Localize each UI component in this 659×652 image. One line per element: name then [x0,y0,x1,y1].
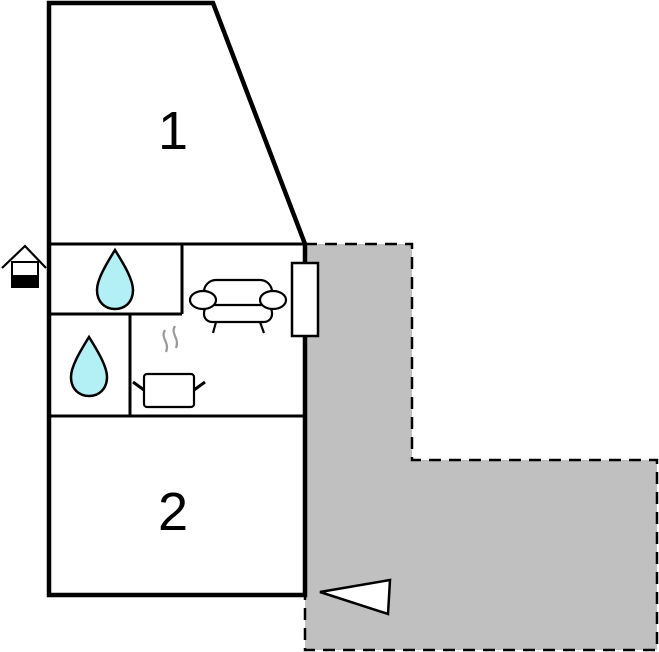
room-label-1: 1 [158,101,188,161]
water-drop-icon [95,247,135,311]
direction-arrow-icon [319,578,392,616]
entrance-icon [1,244,47,288]
room-label-2: 2 [158,482,188,542]
window-icon [290,261,320,338]
cooking-pot-icon [132,325,206,409]
house-outline [46,0,308,598]
interior-walls [49,242,305,418]
water-drop-icon [69,334,109,398]
sofa-icon [188,278,288,334]
terrace-area [303,242,659,652]
